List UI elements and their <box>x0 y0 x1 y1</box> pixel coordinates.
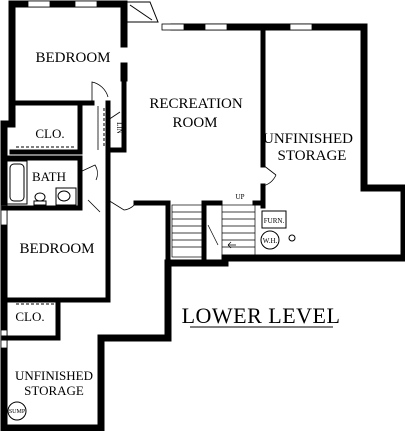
furnace <box>261 210 287 229</box>
storage-bottom-label-line2: STORAGE <box>24 383 84 398</box>
plan-title: LOWER LEVEL <box>182 303 341 328</box>
storage-right-label-line1: UNFINISHED <box>263 131 353 147</box>
stair-up-label: UP <box>236 193 245 201</box>
bathtub <box>6 160 28 205</box>
furnace-label: FURN. <box>264 217 285 225</box>
linen-label: LIN <box>115 122 123 134</box>
water-heater <box>260 230 280 250</box>
floor-drain <box>288 234 296 242</box>
window-well <box>124 1 159 23</box>
bedroom-lower-label: BEDROOM <box>19 241 94 257</box>
sump-pit <box>7 401 27 421</box>
storage-bottom-label-line1: UNFINISHED <box>15 368 93 383</box>
room-labels: BEDROOM RECREATION ROOM UNFINISHED STORA… <box>15 50 353 398</box>
doors <box>79 81 277 213</box>
closet-shelves <box>16 108 105 305</box>
bath-label: BATH <box>32 169 66 184</box>
storage-right-label-line2: STORAGE <box>278 148 347 164</box>
bedroom-top-label: BEDROOM <box>35 50 110 66</box>
closet-lower-label: CLO. <box>15 309 44 324</box>
interior-walls <box>1 24 266 341</box>
sink <box>55 187 77 206</box>
sump-label: SUMP <box>9 409 26 415</box>
recreation-label-line2: ROOM <box>172 115 217 131</box>
fixture-labels: UP FURN. W.H. SUMP <box>9 193 285 415</box>
closet-top-label: CLO. <box>35 126 64 141</box>
stairs <box>171 204 256 258</box>
recreation-label-line1: RECREATION <box>149 96 243 112</box>
water-heater-label: W.H. <box>263 237 278 245</box>
toilet <box>33 192 47 206</box>
